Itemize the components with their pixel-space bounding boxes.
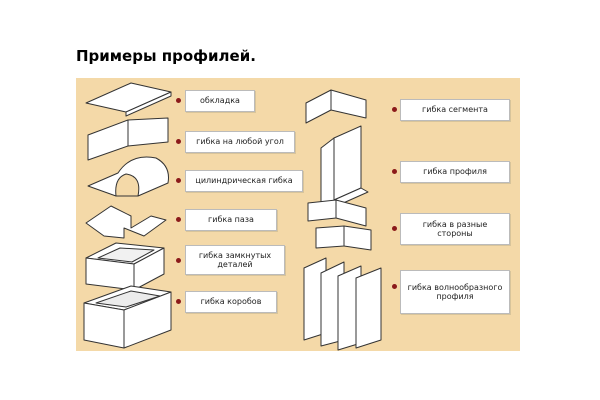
page-title: Примеры профилей. bbox=[76, 47, 256, 65]
label-box-bend: гибка коробов bbox=[185, 291, 277, 313]
wave-profile-drawing bbox=[303, 257, 382, 351]
cover-profile-drawing bbox=[85, 82, 172, 117]
multi-direction-bend-profile-drawing bbox=[307, 199, 372, 251]
profiles-diagram-panel: обкладка гибка на любой угол цилиндричес… bbox=[76, 78, 520, 351]
bullet-icon bbox=[176, 178, 181, 183]
bullet-icon bbox=[176, 98, 181, 103]
segment-bend-profile-drawing bbox=[305, 89, 367, 124]
label-groove-bend: гибка паза bbox=[185, 209, 277, 231]
label-closed-parts: гибка замкнутых деталей bbox=[185, 245, 285, 275]
label-wave-profile: гибка волнообразного профиля bbox=[400, 270, 510, 314]
bullet-icon bbox=[392, 226, 397, 231]
bullet-icon bbox=[176, 139, 181, 144]
profile-illustrations bbox=[83, 82, 382, 351]
closed-part-profile-drawing bbox=[85, 242, 165, 291]
bullet-icon bbox=[392, 284, 397, 289]
bullet-icon bbox=[392, 169, 397, 174]
bullet-icon bbox=[176, 299, 181, 304]
label-cylindrical-bend: цилиндрическая гибка bbox=[185, 170, 303, 192]
angle-bend-profile-drawing bbox=[87, 117, 169, 161]
groove-bend-profile-drawing bbox=[85, 205, 167, 239]
label-angle-bend: гибка на любой угол bbox=[185, 131, 295, 153]
label-profile-bend: гибка профиля bbox=[400, 161, 510, 183]
cylindrical-bend-profile-drawing bbox=[87, 156, 169, 197]
box-profile-drawing bbox=[83, 285, 172, 349]
label-cover: обкладка bbox=[185, 90, 255, 112]
bullet-icon bbox=[392, 107, 397, 112]
label-segment-bend: гибка сегмента bbox=[400, 99, 510, 121]
profile-bend-drawing bbox=[320, 125, 369, 211]
bullet-icon bbox=[176, 217, 181, 222]
label-multi-direction-bend: гибка в разные стороны bbox=[400, 213, 510, 245]
bullet-icon bbox=[176, 258, 181, 263]
